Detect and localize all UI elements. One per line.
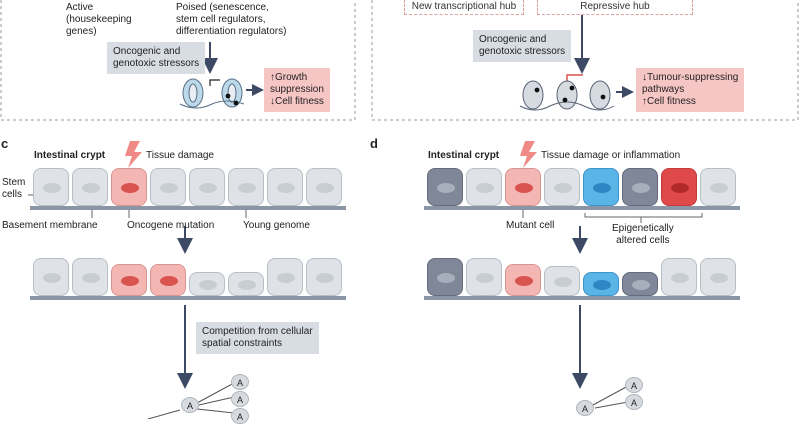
aged-cell: [427, 168, 463, 206]
epigenetic-cell-blue: [583, 168, 619, 206]
tree-line-c4: [147, 409, 181, 419]
stem-cell: [267, 168, 303, 206]
stem-cell: [700, 168, 736, 206]
compressed-stem-cell: [228, 272, 264, 296]
hub-repressive: Repressive hub: [537, 0, 693, 15]
stem-cell: [544, 168, 580, 206]
outcome-box-b: ↓Tumour-suppressing pathways ↑Cell fitne…: [636, 68, 745, 112]
basement-membrane-c2: [30, 296, 346, 300]
clone-node: A: [181, 397, 199, 413]
clone-node: A: [576, 400, 594, 416]
tree-line-c3: [196, 408, 235, 414]
crypt-title-c: Intestinal crypt: [34, 150, 106, 161]
stem-cell: [466, 258, 502, 296]
mutant-cell-label: Mutant cell: [506, 220, 555, 231]
young-genome-label: Young genome: [243, 220, 310, 231]
mutant-stem-cell: [505, 264, 541, 296]
compressed-stem-cell: [189, 272, 225, 296]
stem-cell: [306, 258, 342, 296]
mutant-stem-cell: [150, 264, 186, 296]
stem-cell: [189, 168, 225, 206]
stem-cell: [267, 258, 303, 296]
chromatin-icon-b: [519, 80, 615, 111]
stem-cells-label: Stem cells: [2, 177, 26, 200]
stem-cell: [33, 168, 69, 206]
epigenetic-cell-blue: [583, 272, 619, 296]
mutation-label: Oncogene mutation: [127, 220, 215, 231]
aged-cell: [427, 258, 463, 296]
mutant-stem-cell: [505, 168, 541, 206]
tree-line-c1: [196, 382, 235, 404]
competition-box: Competition from cellular spatial constr…: [196, 322, 319, 354]
stem-cell: [150, 168, 186, 206]
basement-membrane-d1: [424, 206, 740, 210]
stressors-box-b: Oncogenic and genotoxic stressors: [473, 30, 572, 62]
poised-label: Poised (senescence, stem cell regulators…: [176, 2, 287, 37]
damage-label-d: Tissue damage or inflammation: [541, 150, 681, 161]
tree-line-c2: [198, 396, 235, 406]
panel-b-frame: [371, 0, 799, 121]
lightning-icon-c: [125, 141, 142, 168]
damage-label-c: Tissue damage: [146, 150, 214, 161]
epigenetic-label: Epigenetically altered cells: [612, 223, 674, 246]
stem-cell: [466, 168, 502, 206]
epigenetic-bracket: [584, 213, 703, 218]
aged-cell: [622, 168, 658, 206]
stem-cell: [661, 258, 697, 296]
panel-letter-d: d: [370, 136, 378, 151]
aged-cell: [622, 272, 658, 296]
stem-cell: [700, 258, 736, 296]
stem-cell: [228, 168, 264, 206]
lightning-icon-d: [520, 141, 537, 168]
stressors-box-a: Oncogenic and genotoxic stressors: [107, 42, 206, 74]
active-label: Active (housekeeping genes): [66, 2, 132, 37]
mutant-stem-cell: [111, 264, 147, 296]
chromatin-icon-a: [179, 78, 245, 109]
mutant-stem-cell: [111, 168, 147, 206]
clone-node: A: [625, 377, 643, 393]
hub-new: New transcriptional hub: [404, 0, 524, 15]
clone-node: A: [231, 408, 249, 424]
stem-cell: [306, 168, 342, 206]
panel-letter-c: c: [1, 136, 9, 151]
stem-cell: [33, 258, 69, 296]
clone-node: A: [231, 391, 249, 407]
tree-line-d2: [594, 401, 629, 409]
epigenetic-cell-red: [661, 168, 697, 206]
clone-node: A: [231, 374, 249, 390]
clone-node: A: [625, 394, 643, 410]
stem-cell: [72, 258, 108, 296]
crypt-title-d: Intestinal crypt: [428, 150, 500, 161]
basement-label: Basement membrane: [2, 220, 98, 231]
stem-cell: [544, 266, 580, 296]
outcome-box-a: ↑Growth suppression ↓Cell fitness: [264, 68, 330, 112]
panel-a-frame: [0, 0, 356, 121]
tree-line-d1: [592, 385, 629, 406]
basement-membrane-d2: [424, 296, 740, 300]
stem-cell: [72, 168, 108, 206]
basement-membrane-c1: [30, 206, 346, 210]
